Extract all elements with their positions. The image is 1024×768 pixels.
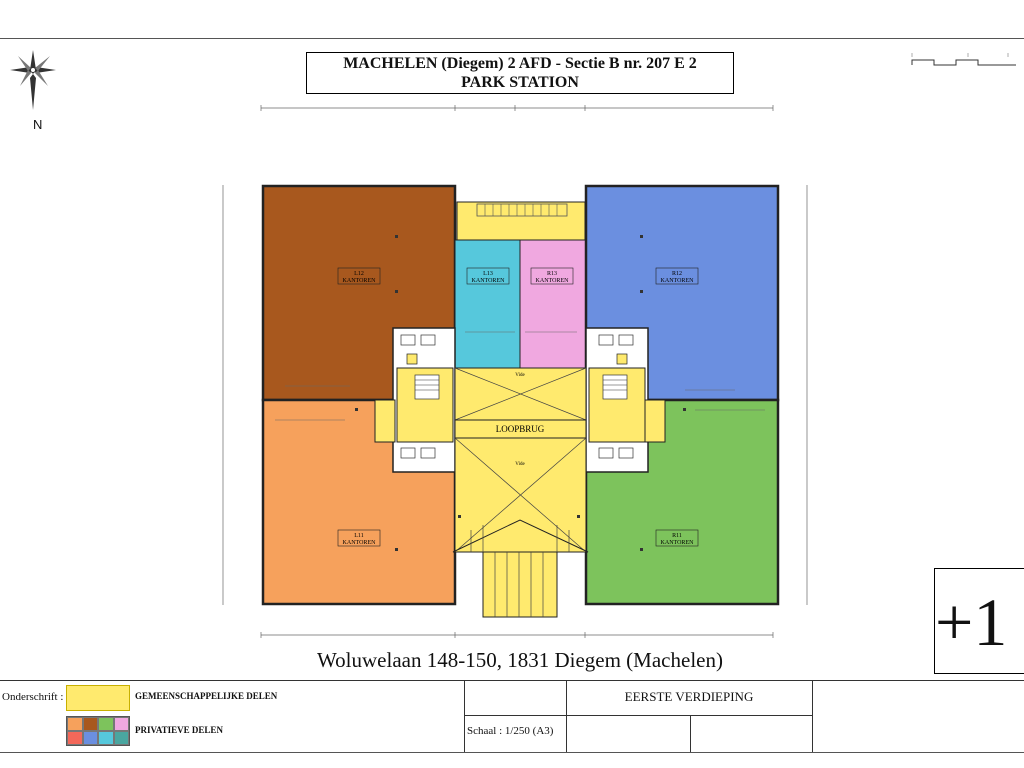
legend-private-swatch (66, 716, 130, 746)
title-block-divider-3 (690, 715, 691, 752)
bridge-label: LOOPBRUG (496, 424, 545, 434)
unit-L12-type: KANTOREN (343, 278, 377, 284)
compass-label: N (33, 117, 43, 132)
unit-R12-type: KANTOREN (661, 278, 695, 284)
unit-R11-name: R11 (672, 533, 682, 539)
graphic-scale-bar (911, 53, 1016, 66)
unit-L13-area (454, 239, 521, 369)
title-block-divider-1 (464, 680, 465, 752)
plan-title-box: MACHELEN (Diegem) 2 AFD - Sectie B nr. 2… (306, 52, 734, 94)
unit-L11-name: L11 (354, 533, 363, 539)
dimension-lines (222, 105, 808, 638)
unit-L11-type: KANTOREN (343, 540, 377, 546)
legend-private-label: PRIVATIEVE DELEN (135, 725, 223, 735)
legend-caption: Onderschrift : (2, 691, 64, 703)
address: Woluwelaan 148-150, 1831 Diegem (Machele… (317, 648, 723, 672)
unit-R11-label: R11 KANTOREN (655, 529, 699, 547)
unit-L12-name: L12 (354, 271, 364, 277)
unit-L13-type: KANTOREN (472, 278, 506, 284)
unit-L13-name: L13 (483, 271, 493, 277)
plan-subtitle: PARK STATION (461, 74, 579, 91)
unit-R11-type: KANTOREN (661, 540, 695, 546)
floor-name: EERSTE VERDIEPING (624, 689, 754, 704)
unit-R13-area (519, 239, 587, 369)
title-block-mid-line (464, 715, 812, 716)
unit-L12-label: L12 KANTOREN (337, 267, 381, 285)
void-1-label: Vide (515, 373, 525, 378)
level-indicator: +1 (934, 568, 1024, 674)
unit-R12-name: R12 (672, 271, 682, 277)
title-block-divider-2 (566, 680, 567, 752)
entrance-stair (482, 551, 558, 618)
compass-rose-icon (10, 50, 56, 110)
unit-R13-type: KANTOREN (536, 278, 570, 284)
unit-R13-label: R13 KANTOREN (530, 267, 574, 285)
frame-bottom-line (0, 752, 1024, 753)
title-block: Onderschrift : GEMEENSCHAPPELIJKE DELEN … (0, 680, 1024, 752)
legend-common-label: GEMEENSCHAPPELIJKE DELEN (135, 691, 278, 701)
unit-L11-label: L11 KANTOREN (337, 529, 381, 547)
title-block-top-line (0, 680, 1024, 681)
frame-top-line (0, 38, 1024, 39)
legend-common-swatch (66, 685, 130, 711)
floor-plan: L12 KANTOREN L13 KANTOREN R13 KANTOREN R… (222, 105, 808, 638)
unit-R13-name: R13 (547, 271, 557, 277)
unit-L13-label: L13 KANTOREN (466, 267, 510, 285)
void-2-label: Vide (515, 462, 525, 467)
title-block-divider-4 (812, 680, 813, 752)
unit-R12-label: R12 KANTOREN (655, 267, 699, 285)
plan-title: MACHELEN (Diegem) 2 AFD - Sectie B nr. 2… (343, 55, 697, 72)
scale-text: Schaal : 1/250 (A3) (467, 725, 554, 737)
